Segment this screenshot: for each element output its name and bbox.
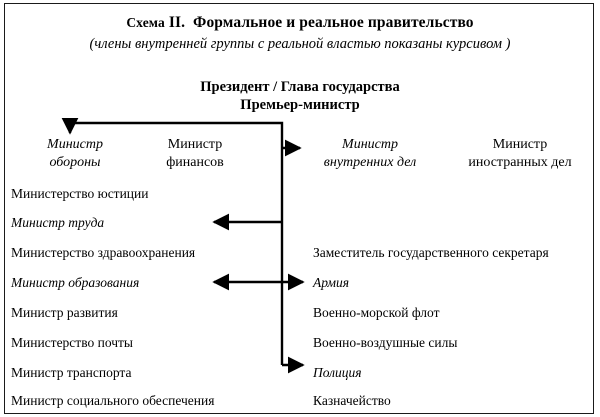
minister-foreign-affairs-line2: иностранных дел	[468, 155, 572, 170]
right-item-deputy-secretary: Заместитель государственного секретаря	[313, 245, 549, 260]
figure-title-numeral: II.	[168, 14, 186, 31]
minister-foreign-affairs: Министр иностранных дел	[450, 136, 590, 172]
minister-finance-line2: финансов	[166, 155, 224, 170]
minister-finance: Министр финансов	[140, 136, 250, 172]
right-item-police: Полиция	[313, 365, 362, 380]
prime-minister-label: Премьер-министр	[240, 97, 360, 113]
minister-defence-line1: Министр	[47, 137, 103, 152]
figure-border	[4, 3, 594, 414]
minister-foreign-affairs-line1: Министр	[492, 137, 548, 152]
figure-subtitle: (члены внутренней группы с реальной влас…	[89, 36, 511, 52]
figure-title-prefix: Схема	[126, 15, 165, 30]
left-item-post: Министерство почты	[11, 335, 133, 350]
left-item-development: Министр развития	[11, 305, 118, 320]
minister-defence-line2: обороны	[49, 155, 101, 170]
right-item-treasury: Казначейство	[313, 393, 391, 408]
minister-finance-line1: Министр	[167, 137, 223, 152]
head-of-state-label: Президент / Глава государства	[200, 79, 400, 95]
minister-interior-line2: внутренних дел	[323, 155, 417, 170]
minister-defence: Министр обороны	[20, 136, 130, 172]
left-item-justice: Министерство юстиции	[11, 186, 149, 201]
figure-title: Схема II. Формальное и реальное правител…	[0, 14, 600, 32]
left-item-health: Министерство здравоохранения	[11, 245, 196, 260]
right-item-navy: Военно-морской флот	[313, 305, 440, 320]
right-item-air-force: Военно-воздушные силы	[313, 335, 458, 350]
left-item-labour: Министр труда	[11, 215, 105, 230]
left-item-education: Министр образования	[11, 275, 140, 290]
figure-title-main: Формальное и реальное правительство	[193, 14, 474, 31]
left-item-transport: Министр транспорта	[11, 365, 132, 380]
right-item-army: Армия	[313, 275, 349, 290]
minister-interior-line1: Министр	[342, 137, 398, 152]
left-item-social-security: Министр социального обеспечения	[11, 393, 215, 408]
minister-interior: Министр внутренних дел	[300, 136, 440, 172]
